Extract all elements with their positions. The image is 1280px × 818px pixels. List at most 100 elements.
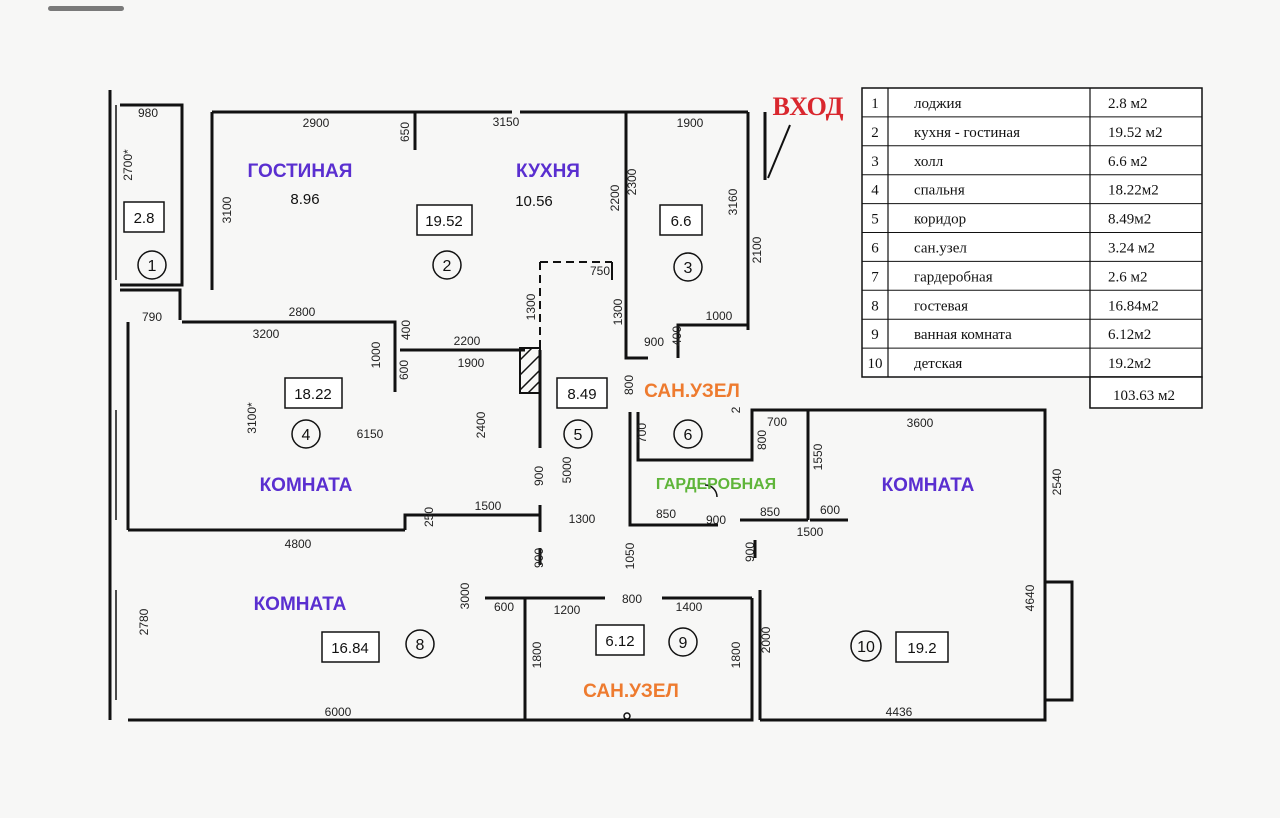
door-swing <box>704 484 718 498</box>
entry-label: ВХОД <box>773 92 844 121</box>
dim-800b: 800 <box>755 430 769 450</box>
table-row-number: 1 <box>871 96 879 112</box>
table-row-name: холл <box>914 154 944 170</box>
area-r1: 2.8 <box>134 210 155 227</box>
table-row-area: 2.6 м2 <box>1108 269 1148 285</box>
dim-900e: 900 <box>743 542 757 562</box>
dim-2: 2 <box>729 406 743 413</box>
dim-4436: 4436 <box>886 705 913 719</box>
dim-900d: 900 <box>532 548 546 568</box>
table-row-name: гардеробная <box>914 269 993 285</box>
table-row-number: 2 <box>871 125 879 141</box>
dim-4640: 4640 <box>1023 584 1037 611</box>
room-label-room-4: КОМНАТА <box>260 475 353 496</box>
entry-pointer <box>767 124 791 179</box>
dim-3100b: 3100* <box>245 402 259 434</box>
dim-1300a: 1300 <box>524 293 538 320</box>
dim-850b: 850 <box>760 505 780 519</box>
room-label-sanuzel-small: САН.УЗЕЛ <box>644 381 740 402</box>
table-row-name: ванная комната <box>914 327 1012 343</box>
top-drag-handle <box>48 6 124 11</box>
dim-6150: 6150 <box>357 427 384 441</box>
area-r5: 8.49 <box>567 386 596 403</box>
dim-3100: 3100 <box>220 196 234 223</box>
dim-850a: 850 <box>656 507 676 521</box>
area-r8: 16.84 <box>331 640 369 657</box>
area-boxes <box>123 201 949 663</box>
dimensions-vertical: 2700* 650 2300 2200 3160 3100 2100 1300 … <box>121 122 1064 669</box>
table-row-number: 7 <box>871 269 879 285</box>
dim-700a: 700 <box>635 423 649 443</box>
room-number-circles <box>137 250 882 662</box>
dim-4800: 4800 <box>285 537 312 551</box>
table-row-name: детская <box>914 356 962 372</box>
dim-1200: 1200 <box>554 603 581 617</box>
dim-2800: 2800 <box>289 305 316 319</box>
dim-1800b: 1800 <box>729 641 743 668</box>
circle-num-5: 5 <box>574 427 583 444</box>
dim-1900a: 1900 <box>677 116 704 130</box>
dim-700b: 700 <box>767 415 787 429</box>
dim-2000: 2000 <box>759 626 773 653</box>
table-row-area: 16.84м2 <box>1108 298 1159 314</box>
table-row-area: 19.2м2 <box>1108 356 1151 372</box>
dim-1800a: 1800 <box>530 641 544 668</box>
column-hatch-lines <box>519 347 541 394</box>
dim-3150: 3150 <box>493 115 520 129</box>
table-row-number: 3 <box>871 154 879 170</box>
dim-790: 790 <box>142 310 162 324</box>
dim-2300: 2300 <box>625 168 639 195</box>
table-row-area: 6.6 м2 <box>1108 154 1148 170</box>
table-total: 103.63 м2 <box>1113 388 1175 404</box>
table-row-area: 18.22м2 <box>1108 183 1159 199</box>
table-row-area: 19.52 м2 <box>1108 125 1163 141</box>
table-row-name: сан.узел <box>914 241 967 257</box>
dim-900a: 900 <box>644 335 664 349</box>
dim-6000: 6000 <box>325 705 352 719</box>
table-row-name: лоджия <box>914 96 962 112</box>
table-row-area: 2.8 м2 <box>1108 96 1148 112</box>
dim-2100: 2100 <box>750 236 764 263</box>
dim-2200v: 2200 <box>608 184 622 211</box>
dim-1300c: 1300 <box>569 512 596 526</box>
table-row-name: спальня <box>914 183 965 199</box>
table-row-name: гостевая <box>914 298 968 314</box>
area-r10: 19.2 <box>907 640 936 657</box>
area-r9: 6.12 <box>605 633 634 650</box>
drain-mark <box>623 712 631 720</box>
dim-800c: 800 <box>622 592 642 606</box>
table-row-area: 3.24 м2 <box>1108 241 1155 257</box>
room-label-kitchen: КУХНЯ <box>516 161 580 182</box>
circle-num-1: 1 <box>148 258 157 275</box>
dim-900b: 900 <box>532 466 546 486</box>
dim-750: 750 <box>590 264 610 278</box>
area-r3: 6.6 <box>671 213 692 230</box>
sub-area-kitchen: 10.56 <box>515 193 553 210</box>
circle-num-6: 6 <box>684 427 693 444</box>
room-label-sanuzel-large: САН.УЗЕЛ <box>583 681 679 702</box>
dim-1300b: 1300 <box>611 298 625 325</box>
dim-600b: 600 <box>820 503 840 517</box>
dim-1500b: 1500 <box>797 525 824 539</box>
dim-2700: 2700* <box>121 149 135 181</box>
room-label-wardrobe: ГАРДЕРОБНАЯ <box>656 476 776 493</box>
dimensions: 980 2900 3150 1900 750 2800 790 3200 220… <box>138 106 934 719</box>
dim-1550: 1550 <box>811 443 825 470</box>
dim-1050: 1050 <box>623 542 637 569</box>
dim-2400: 2400 <box>474 411 488 438</box>
dim-250: 250 <box>422 507 436 527</box>
dim-400b: 400 <box>670 326 684 346</box>
circle-num-4: 4 <box>302 427 311 444</box>
dim-400a: 400 <box>399 320 413 340</box>
area-r2: 19.52 <box>425 213 463 230</box>
dim-650: 650 <box>398 122 412 142</box>
dim-1000a: 1000 <box>369 341 383 368</box>
dim-3160: 3160 <box>726 188 740 215</box>
table-row-area: 8.49м2 <box>1108 212 1151 228</box>
circle-num-9: 9 <box>679 635 688 652</box>
dim-3600: 3600 <box>907 416 934 430</box>
dim-1400: 1400 <box>676 600 703 614</box>
table-row-number: 6 <box>871 241 879 257</box>
